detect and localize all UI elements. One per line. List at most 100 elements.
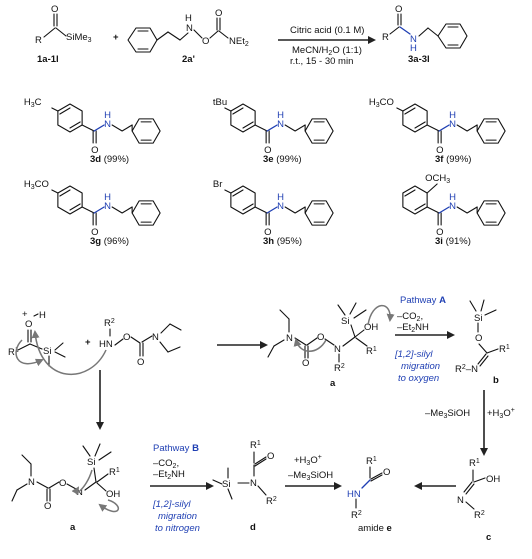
product-label: 3a-3l xyxy=(408,54,430,65)
start-h: H xyxy=(39,310,46,321)
int-c-r2: R2 xyxy=(474,510,485,521)
phenyl-ring xyxy=(476,118,506,144)
de-cond1: +H3O+ xyxy=(294,454,322,467)
int-a2-si: Si xyxy=(87,457,95,468)
condition-3: r.t., 15 - 30 min xyxy=(290,56,353,67)
amide-h: H xyxy=(104,192,111,203)
int-a-label: a xyxy=(330,378,336,389)
substituent-bond xyxy=(396,107,404,112)
int-a-n2: N xyxy=(286,333,293,344)
product-r: R xyxy=(382,32,389,43)
int-a2-r1: R1 xyxy=(109,467,120,478)
intermediate-b: Si O R1 R2–N b xyxy=(455,299,510,386)
int-d-label: d xyxy=(250,522,256,533)
substituent-bond xyxy=(51,189,59,194)
amide-h: H xyxy=(449,110,456,121)
carbonyl-o: O xyxy=(91,145,98,156)
int-e-o: O xyxy=(383,467,390,478)
reagent-r2: R2 xyxy=(104,318,115,329)
nh-n: N xyxy=(186,23,193,34)
int-d-n: N xyxy=(250,478,257,489)
ring-double-bond xyxy=(69,121,81,129)
ring-double-bond xyxy=(414,121,426,129)
ring-double-bond xyxy=(232,189,244,197)
amide-n: N xyxy=(104,201,111,212)
example-label: 3f (99%) xyxy=(435,154,471,165)
product-o: O xyxy=(395,4,402,15)
reagent-o2: O xyxy=(137,357,144,368)
pathway-a-mig-2: migration xyxy=(401,361,440,372)
pathway-b-cond2: –Et2NH xyxy=(153,469,185,481)
nh-h: H xyxy=(185,13,192,24)
reactant2-label: 2a' xyxy=(182,54,195,65)
c-n-bond xyxy=(93,124,105,132)
acylsilane-reactant: O R SiMe3 1a-1l xyxy=(35,4,92,65)
r-label: R xyxy=(35,35,42,46)
ethyl-linker xyxy=(284,124,306,132)
carbonyl-o: O xyxy=(264,145,271,156)
de-cond2: –Me3SiOH xyxy=(288,470,333,482)
int-a-r2: R2 xyxy=(334,363,345,374)
start-acylsilane: + H O R1 Si xyxy=(8,309,66,367)
carbonyl-o: O xyxy=(436,145,443,156)
pathway-b-conditions: Pathway B –CO2, –Et2NH [1,2]-silyl migra… xyxy=(150,443,214,534)
side-right: +H3O+ xyxy=(487,407,515,420)
aryl-carbonyl-bond xyxy=(81,124,95,132)
carbonyl-o: O xyxy=(91,227,98,238)
amide-n: N xyxy=(449,201,456,212)
ring-double-bond xyxy=(59,107,71,115)
reagent-hn: HN xyxy=(99,339,113,350)
int-e-hn: HN xyxy=(347,489,361,500)
mech-plus: + xyxy=(85,337,91,348)
start-o: O xyxy=(25,319,32,330)
pathway-a-conditions: Pathway A –CO2, –Et2NH [1,2]-silyl migra… xyxy=(394,295,455,384)
product-n: N xyxy=(410,34,417,45)
pathway-a-title: Pathway A xyxy=(400,295,446,306)
aryl-carbonyl-bond xyxy=(254,124,268,132)
intermediate-a-bottom: N O O N Si R1 OH a xyxy=(11,443,120,533)
amide-n: N xyxy=(104,119,111,130)
int-b-r1: R1 xyxy=(499,344,510,355)
c-n-bond xyxy=(266,124,278,132)
int-a2-n2: N xyxy=(28,477,35,488)
int-c-r1: R1 xyxy=(469,458,480,469)
example-label: 3d (99%) xyxy=(90,154,129,165)
start-plus: + xyxy=(22,309,28,320)
example-label: 3i (91%) xyxy=(435,236,471,247)
condition-1: Citric acid (0.1 M) xyxy=(290,25,364,36)
phenyl-ring xyxy=(476,200,506,226)
substituent-label: H3CO xyxy=(24,179,49,191)
ring-double-bond xyxy=(232,107,244,115)
int-a2-label: a xyxy=(70,522,76,533)
phenyl-ring xyxy=(131,200,161,226)
aryl-carbonyl-bond xyxy=(81,206,95,214)
substituent-bond xyxy=(426,183,438,194)
intermediate-c: R1 OH N R2 c xyxy=(457,458,500,543)
substituent-label: tBu xyxy=(213,97,227,108)
ethyl-linker xyxy=(456,206,478,214)
int-a-r1: R1 xyxy=(366,346,377,357)
int-a-oh: OH xyxy=(364,322,378,333)
net2-label: NEt2 xyxy=(229,36,249,48)
int-c-n: N xyxy=(457,495,464,506)
phenyl-ring xyxy=(304,200,334,226)
example-label: 3h (95%) xyxy=(263,236,302,247)
int-b-si: Si xyxy=(474,313,482,324)
phenyl-ring xyxy=(304,118,334,144)
start-si: Si xyxy=(43,346,51,357)
c-n-bond xyxy=(438,124,450,132)
ring-double-bond xyxy=(414,203,426,211)
carbamate-o: O xyxy=(215,8,222,19)
product-amide: O R N H 3a-3l xyxy=(382,4,468,65)
substituent-label: Br xyxy=(213,179,223,190)
pathway-b-title: Pathway B xyxy=(153,443,199,454)
amide-h: H xyxy=(449,192,456,203)
ring-double-bond xyxy=(69,203,81,211)
pathway-a-mig-3: to oxygen xyxy=(398,373,439,384)
int-c-label: c xyxy=(486,532,491,543)
